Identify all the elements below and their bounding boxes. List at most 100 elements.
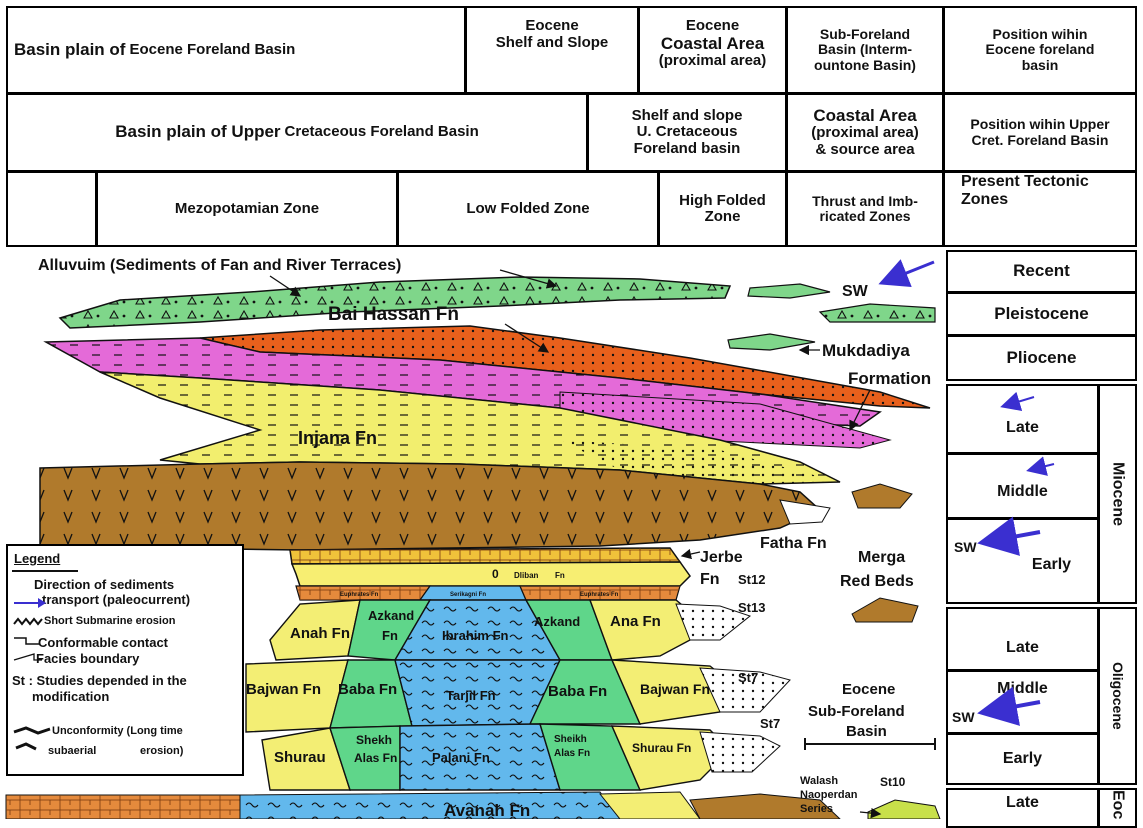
cretaceous-shelf-label-3: Foreland basin: [634, 141, 741, 158]
high-folded-label-1: High Folded: [679, 193, 766, 210]
shurau-left-label: Shurau: [274, 749, 326, 766]
euphrates-small-label: Euphrates Fn: [340, 592, 379, 598]
legend-direction-2: transport (paleocurrent): [42, 593, 190, 607]
pliocene-label: Pliocene: [1007, 349, 1077, 368]
st10-label: St10: [880, 775, 906, 789]
legend-paleocurrent-icon: [12, 596, 48, 610]
thrust-label-2: ricated Zones: [819, 209, 910, 224]
eocene-late-label: Late: [1006, 794, 1039, 812]
legend-box: Legend Direction of sediments transport …: [6, 544, 244, 776]
legend-unconformity-3: erosion): [140, 746, 183, 758]
eocene-basin-plain-label-b: Eocene Foreland Basin: [129, 42, 295, 59]
cretaceous-shelf-label-2: U. Cretaceous: [637, 124, 738, 141]
cretaceous-shelf-slope-cell: Shelf and slope U. Cretaceous Foreland b…: [587, 93, 787, 172]
position-cretaceous-label-2: Cret. Foreland Basin: [972, 133, 1109, 148]
azkand-label-1: Azkand: [368, 608, 414, 623]
bajwan-left-label: Bajwan Fn: [246, 681, 321, 698]
bai-hassan-label: Bai Hassan Fn: [328, 304, 459, 325]
anah-label: Anah Fn: [290, 625, 350, 642]
euphrates-serikagni-layer: [296, 586, 680, 600]
mukdadiya-label-2: Formation: [848, 369, 931, 388]
miocene-late-cell: Late: [946, 384, 1099, 454]
eocene-basin-plain-label-a: Basin plain of: [14, 41, 125, 60]
high-folded-zone-cell: High Folded Zone: [658, 171, 787, 247]
euphrates-small-label-2: Euphrates Fn: [580, 592, 619, 598]
cretaceous-basin-plain-cell: Basin plain of Upper Cretaceous Foreland…: [6, 93, 588, 172]
legend-studies-2: modification: [32, 690, 109, 704]
merga-label-1: Merga: [858, 549, 905, 566]
injana-label: Injana Fn: [298, 428, 377, 448]
shekh-label-1: Shekh: [356, 733, 392, 747]
oligocene-late-layer: [270, 600, 750, 660]
pleistocene-cell: Pleistocene: [946, 292, 1137, 336]
present-tectonic-cell: Present Tectonic Zones: [943, 171, 1137, 247]
legend-unconformity-2: subaerial: [48, 746, 96, 758]
st13-label: St13: [738, 600, 765, 615]
miocene-early-label: Early: [1032, 556, 1071, 574]
walash-label-2: Naoperdan: [800, 789, 858, 801]
legend-facies: Facies boundary: [36, 652, 139, 666]
position-eocene-label-2: Eocene foreland: [986, 42, 1095, 57]
pleistocene-label: Pleistocene: [994, 305, 1089, 324]
tarjil-label: Tarjil Fn: [446, 688, 496, 703]
legend-studies-1: St : Studies depended in the: [12, 674, 187, 688]
bai-hassan-layer: [200, 326, 930, 408]
eocene-shelf-label-1: Eocene: [525, 18, 578, 35]
dhiban-zero: 0: [492, 567, 499, 581]
oligocene-early-layer: [262, 724, 780, 790]
eocene-sub-label-2: Sub-Foreland: [808, 703, 905, 720]
oligocene-middle-label: Middle: [997, 680, 1048, 698]
cretaceous-shelf-label-1: Shelf and slope: [632, 108, 743, 125]
sheikh-right-label-1: Sheikh: [554, 734, 587, 745]
position-cretaceous-cell: Position wihin Upper Cret. Foreland Basi…: [943, 93, 1137, 172]
oligocene-early-cell: Early: [946, 733, 1099, 785]
oligocene-late-label: Late: [1006, 639, 1039, 657]
blank-zone-cell: [6, 171, 97, 247]
legend-unconformity-icon: [12, 724, 52, 754]
eocene-coastal-area-cell: Eocene Coastal Area (proximal area): [638, 6, 787, 94]
eocene-coastal-label-3: (proximal area): [659, 53, 767, 70]
sub-foreland-label-1: Sub-Foreland: [820, 27, 910, 42]
st7-label-b: St7: [760, 716, 780, 731]
legend-title: Legend: [14, 552, 60, 566]
position-eocene-label-3: basin: [1022, 58, 1059, 73]
legend-short-erosion: Short Submarine erosion: [44, 616, 175, 628]
eocene-shelf-label-2: Shelf and Slope: [496, 35, 609, 52]
eocene-coastal-label-1: Eocene: [686, 18, 739, 35]
walash-label-1: Walash: [800, 775, 838, 787]
miocene-middle-label: Middle: [997, 483, 1048, 501]
st12-label: St12: [738, 572, 765, 587]
thrust-label-1: Thrust and Imb-: [812, 194, 918, 209]
eocene-shelf-slope-cell: Eocene Shelf and Slope: [465, 6, 639, 94]
jerbe-label-1: Jerbe: [700, 549, 743, 566]
bajwan-right-label: Bajwan Fn: [640, 681, 710, 697]
oligocene-late-cell: Late: [946, 607, 1099, 671]
position-cretaceous-label-1: Position wihin Upper: [970, 117, 1109, 132]
miocene-label: Miocene: [1109, 462, 1127, 526]
high-folded-label-2: Zone: [705, 209, 741, 226]
ana-right-label: Ana Fn: [610, 613, 661, 630]
oligocene-middle-layer: [246, 660, 790, 732]
cretaceous-coastal-label-2: (proximal area): [811, 125, 919, 142]
ibrahim-label: Ibrahim Fn: [442, 628, 509, 643]
present-tectonic-label-1: Present Tectonic: [961, 173, 1089, 191]
thrust-zone-cell: Thrust and Imb- ricated Zones: [786, 171, 944, 247]
eocene-basin-plain-cell: Basin plain of Eocene Foreland Basin: [6, 6, 466, 94]
cretaceous-basin-plain-label-b: Cretaceous Foreland Basin: [285, 124, 479, 141]
jerbe-layer: [290, 548, 680, 564]
mukdadiya-label-1: Mukdadiya: [822, 341, 910, 360]
alluvium-label: Alluvuim (Sediments of Fan and River Ter…: [38, 257, 401, 274]
pliocene-cell: Pliocene: [946, 335, 1137, 381]
injana-layer: [100, 372, 840, 484]
eocene-time-label: Eoc: [1109, 790, 1127, 819]
st7-label-a: St7: [738, 670, 758, 685]
legend-title-rule: [12, 570, 78, 572]
recent-label: Recent: [1013, 262, 1070, 281]
legend-short-erosion-icon: [12, 616, 46, 628]
fatha-label: Fatha Fn: [760, 535, 827, 552]
dhiban-label: Dliban: [514, 571, 539, 580]
low-folded-zone-cell: Low Folded Zone: [397, 171, 659, 247]
palani-label: Palani Fn: [432, 750, 490, 765]
legend-conformable: Conformable contact: [38, 636, 168, 650]
merga-label-2: Red Beds: [840, 573, 914, 590]
